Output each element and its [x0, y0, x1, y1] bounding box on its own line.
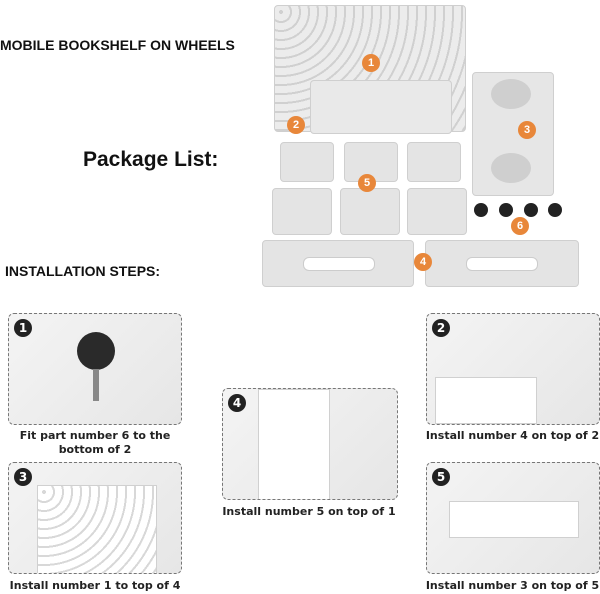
step-number: 4: [228, 394, 246, 412]
step-panel-3: 3: [8, 462, 182, 574]
part-badge-1: 1: [362, 54, 380, 72]
connector-part-5: [280, 142, 334, 182]
step-caption-1: Fit part number 6 to the bottom of 2: [19, 429, 171, 456]
connector-part-5: [272, 188, 332, 235]
top-tray-part-3: [472, 72, 554, 196]
step-number: 1: [14, 319, 32, 337]
basket-image: [435, 377, 537, 424]
step-panel-5: 5: [426, 462, 600, 574]
part-badge-5: 5: [358, 174, 376, 192]
top-tray-image: [449, 501, 579, 538]
wheel-part-6: [499, 203, 513, 217]
wheel-image: [77, 332, 115, 370]
part-badge-6: 6: [511, 217, 529, 235]
step-number: 3: [14, 468, 32, 486]
part-badge-3: 3: [518, 121, 536, 139]
installation-steps-heading: INSTALLATION STEPS:: [5, 263, 161, 279]
basket-image: [37, 485, 157, 573]
side-panel-part-4: [425, 240, 579, 287]
part-badge-4: 4: [414, 253, 432, 271]
step-caption-3: Install number 1 to top of 4: [9, 579, 181, 592]
step-panel-1: 1: [8, 313, 182, 425]
step-caption-5: Install number 3 on top of 5: [425, 579, 600, 592]
step-number: 5: [432, 468, 450, 486]
part-badge-2: 2: [287, 116, 305, 134]
basket-part-2: [310, 80, 452, 134]
step-caption-4: Install number 5 on top of 1: [222, 505, 396, 518]
connector-part-5: [340, 188, 400, 235]
step-panel-4: 4: [222, 388, 398, 500]
step-number: 2: [432, 319, 450, 337]
wheel-part-6: [524, 203, 538, 217]
step-panel-2: 2: [426, 313, 600, 425]
shelf-image: [258, 389, 330, 499]
connector-part-5: [407, 188, 467, 235]
connector-part-5: [407, 142, 461, 182]
wheel-part-6: [548, 203, 562, 217]
product-title: MOBILE BOOKSHELF ON WHEELS: [0, 37, 235, 53]
wheel-part-6: [474, 203, 488, 217]
package-list-heading: Package List:: [83, 148, 219, 171]
step-caption-2: Install number 4 on top of 2: [425, 429, 600, 442]
side-panel-part-4: [262, 240, 414, 287]
